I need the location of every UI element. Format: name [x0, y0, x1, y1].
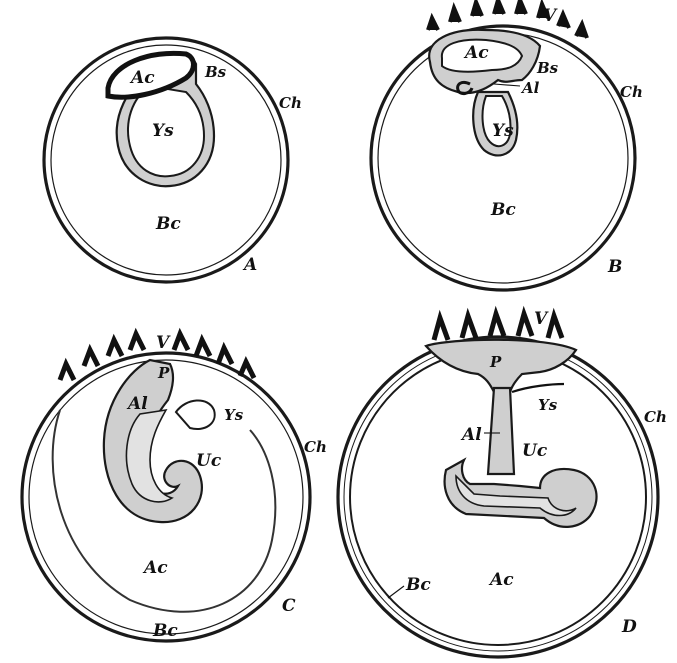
panel-d-leader-bc: [388, 586, 404, 598]
panel-c-label-bc: Bc: [152, 621, 178, 641]
panel-d-label-bc: Bc: [405, 575, 431, 595]
panel-c-label-v: V: [156, 333, 171, 353]
panel-c-label-uc: Uc: [196, 451, 222, 471]
panel-b-label-bs: Bs: [536, 59, 559, 77]
panel-d-label-p: P: [489, 353, 502, 371]
panel-d-label-ac: Ac: [488, 570, 514, 590]
panel-b-label-ac: Ac: [463, 43, 489, 63]
panel-c-yolk-sac: [176, 400, 215, 429]
panel-c-embryo-inner: [126, 410, 172, 502]
panel-d-yolk-sac: [512, 384, 564, 392]
panel-c-label-ys: Ys: [224, 406, 244, 424]
panel-c-label-p: P: [157, 364, 170, 382]
panel-b-leader-al: [494, 84, 520, 86]
panel-d: V P Ys Ch Al Uc Bc Ac D: [338, 309, 667, 657]
panel-a-label-ch: Ch: [279, 94, 302, 112]
panel-d-label-uc: Uc: [522, 441, 548, 461]
panel-d-label-ch: Ch: [644, 408, 667, 426]
panel-a-label-ac: Ac: [129, 68, 155, 88]
panel-a-label-bs: Bs: [204, 63, 227, 81]
panel-a: Ac Bs Ys Ch Bc A: [44, 38, 302, 282]
panel-d-umbilical-cord: [488, 388, 514, 474]
panel-d-label-ys: Ys: [538, 396, 558, 414]
panel-b-label-al: Al: [520, 79, 540, 97]
panel-c-label-al: Al: [126, 394, 148, 414]
panel-c-letter: C: [282, 596, 296, 616]
panel-b-label-bc: Bc: [490, 200, 516, 220]
panel-c: V P Al Ys Uc Ch Ac Bc C: [22, 333, 327, 641]
panel-d-label-al: Al: [460, 425, 482, 445]
panel-a-letter: A: [242, 255, 257, 275]
panel-c-label-ch: Ch: [304, 438, 327, 456]
panel-b-label-v: V: [543, 6, 558, 26]
panel-b-letter: B: [607, 257, 622, 277]
panel-d-letter: D: [621, 617, 637, 637]
panel-c-label-ac: Ac: [142, 558, 168, 578]
panel-a-label-bc: Bc: [155, 214, 181, 234]
panel-b-label-ch: Ch: [620, 83, 643, 101]
panel-b-label-ys: Ys: [492, 121, 514, 141]
panel-b: V Ac Bs Al Ch Ys Bc B: [371, 0, 643, 290]
panel-a-label-ys: Ys: [152, 121, 174, 141]
panel-d-label-v: V: [534, 309, 549, 329]
